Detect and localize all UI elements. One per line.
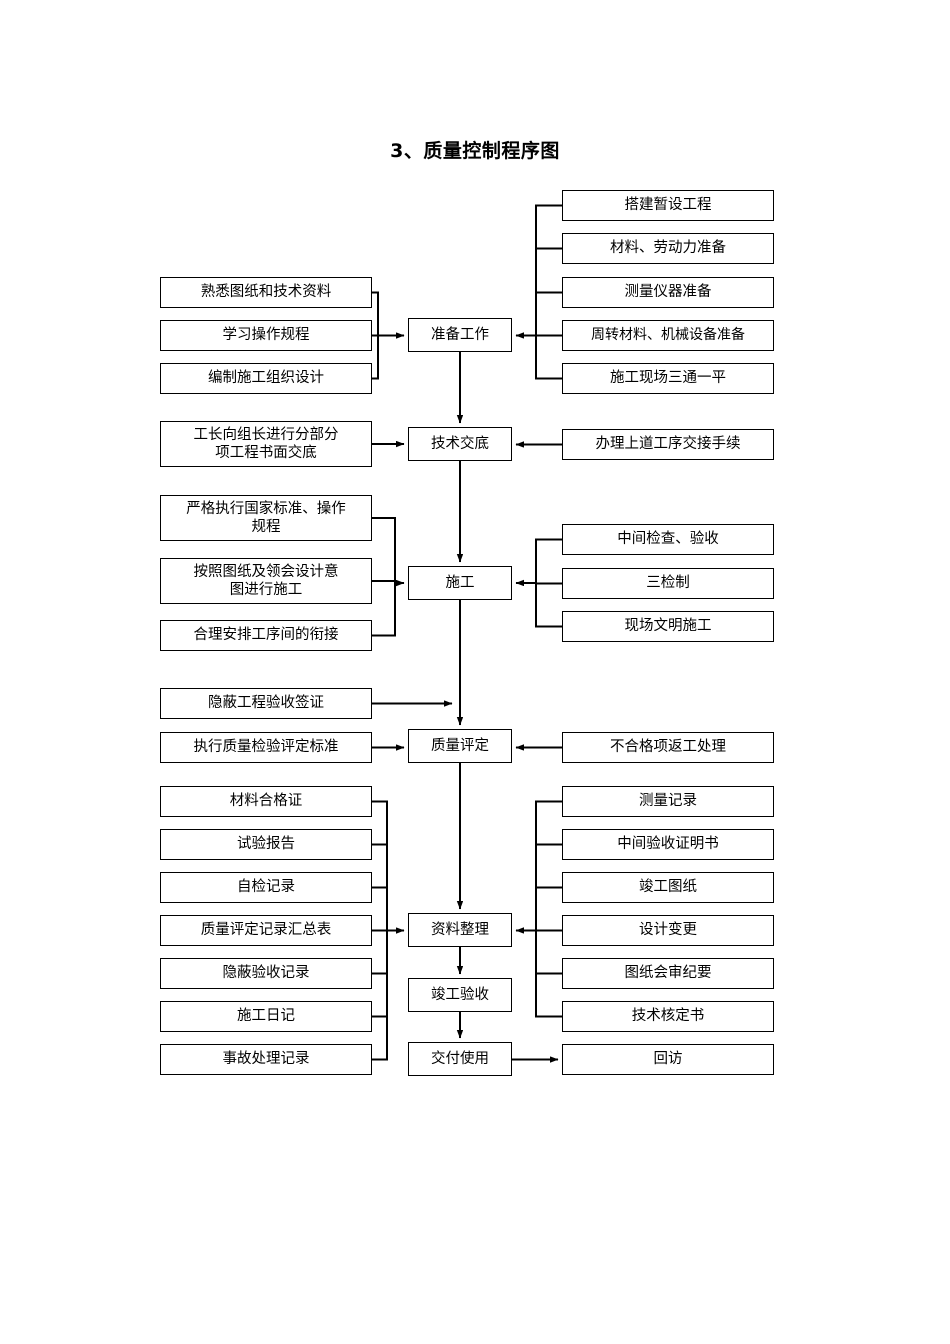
- node-arrange-process-sequence[interactable]: 合理安排工序间的衔接: [160, 620, 372, 651]
- node-turnover-material-machinery-preparation[interactable]: 周转材料、机械设备准备: [562, 320, 774, 351]
- node-quality-evaluation[interactable]: 质量评定: [408, 729, 512, 763]
- node-previous-process-handover[interactable]: 办理上道工序交接手续: [562, 429, 774, 460]
- node-civilized-site-construction[interactable]: 现场文明施工: [562, 611, 774, 642]
- node-material-labor-preparation[interactable]: 材料、劳动力准备: [562, 233, 774, 264]
- node-test-report[interactable]: 试验报告: [160, 829, 372, 860]
- connector-prep-left-bracket: [372, 291, 379, 380]
- node-design-change[interactable]: 设计变更: [562, 915, 774, 946]
- node-concealed-acceptance-record[interactable]: 隐蔽验收记录: [160, 958, 372, 989]
- node-build-temporary-works[interactable]: 搭建暂设工程: [562, 190, 774, 221]
- node-delivery-for-use[interactable]: 交付使用: [408, 1042, 512, 1076]
- node-quality-evaluation-summary-table[interactable]: 质量评定记录汇总表: [160, 915, 372, 946]
- node-prepare-construction-organization-design[interactable]: 编制施工组织设计: [160, 363, 372, 394]
- node-preparation-work[interactable]: 准备工作: [408, 318, 512, 352]
- node-study-operating-procedures[interactable]: 学习操作规程: [160, 320, 372, 351]
- node-survey-record[interactable]: 测量记录: [562, 786, 774, 817]
- node-accident-handling-record[interactable]: 事故处理记录: [160, 1044, 372, 1075]
- node-construct-per-drawings[interactable]: 按照图纸及领会设计意 图进行施工: [160, 558, 372, 604]
- node-material-certificate[interactable]: 材料合格证: [160, 786, 372, 817]
- node-drawing-review-minutes[interactable]: 图纸会审纪要: [562, 958, 774, 989]
- node-construction[interactable]: 施工: [408, 566, 512, 600]
- page-title: 3、质量控制程序图: [390, 140, 560, 162]
- node-familiarize-drawings[interactable]: 熟悉图纸和技术资料: [160, 277, 372, 308]
- connector-prep-right-bracket: [535, 204, 562, 380]
- node-site-three-connections-one-leveling[interactable]: 施工现场三通一平: [562, 363, 774, 394]
- node-as-built-drawings[interactable]: 竣工图纸: [562, 872, 774, 903]
- node-follow-national-standards[interactable]: 严格执行国家标准、操作 规程: [160, 495, 372, 541]
- node-revisit[interactable]: 回访: [562, 1044, 774, 1075]
- node-document-compilation[interactable]: 资料整理: [408, 913, 512, 947]
- connector-records-right-bracket: [535, 800, 562, 1018]
- node-quality-inspection-standard[interactable]: 执行质量检验评定标准: [160, 732, 372, 763]
- node-technical-disclosure[interactable]: 技术交底: [408, 427, 512, 461]
- node-rework-nonconforming-items[interactable]: 不合格项返工处理: [562, 732, 774, 763]
- node-intermediate-acceptance-certificate[interactable]: 中间验收证明书: [562, 829, 774, 860]
- connector-construction-left-bracket: [372, 517, 396, 637]
- node-completion-acceptance[interactable]: 竣工验收: [408, 978, 512, 1012]
- connector-records-left-bracket: [372, 800, 388, 1061]
- node-survey-instrument-preparation[interactable]: 测量仪器准备: [562, 277, 774, 308]
- node-three-inspection-system[interactable]: 三检制: [562, 568, 774, 599]
- node-construction-diary[interactable]: 施工日记: [160, 1001, 372, 1032]
- node-self-inspection-record[interactable]: 自检记录: [160, 872, 372, 903]
- node-intermediate-inspection-acceptance[interactable]: 中间检查、验收: [562, 524, 774, 555]
- connector-construction-right-bracket: [535, 538, 562, 628]
- node-technical-approval-document[interactable]: 技术核定书: [562, 1001, 774, 1032]
- node-foreman-written-disclosure[interactable]: 工长向组长进行分部分 项工程书面交底: [160, 421, 372, 467]
- node-concealed-works-acceptance-certificate[interactable]: 隐蔽工程验收签证: [160, 688, 372, 719]
